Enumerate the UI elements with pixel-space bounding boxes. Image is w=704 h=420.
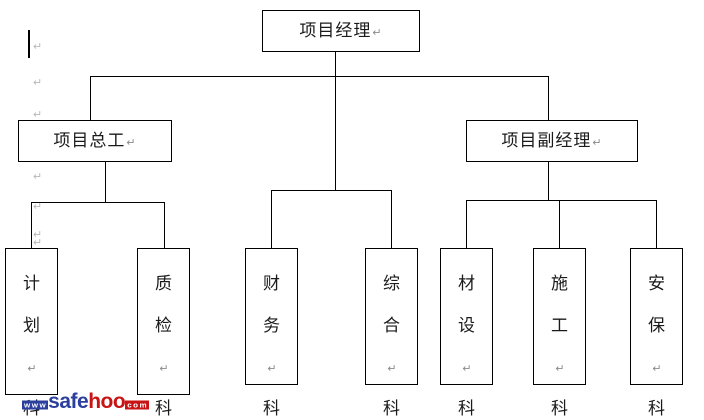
node-label: 安保↵ 科↵ [646, 263, 667, 420]
node-label-char: 工↵ [551, 315, 568, 376]
paragraph-mark-icon: ↵ [267, 363, 277, 376]
connector-line [548, 162, 549, 200]
connector-line [656, 200, 657, 248]
node-security-dept[interactable]: 安保↵ 科↵ [630, 248, 683, 418]
node-label-char: 财 [263, 274, 280, 293]
text-cursor [28, 30, 30, 58]
paragraph-mark-icon: ↵ [27, 363, 37, 376]
node-label: 项目总工↵ [53, 130, 137, 150]
connector-line [90, 76, 91, 120]
node-label-char: 科↵ [263, 398, 280, 418]
paragraph-mark-icon: ↵ [33, 201, 43, 213]
node-label: 项目副经理↵ [501, 130, 603, 150]
paragraph-mark-icon: ↵ [33, 77, 43, 89]
node-label-char: 合↵ [383, 315, 400, 376]
node-materials-dept[interactable]: 材设↵ 科↵ [440, 248, 493, 418]
connector-line [271, 190, 391, 191]
node-label-char: 科↵ [551, 398, 568, 418]
paragraph-mark-icon: ↵ [33, 41, 43, 53]
node-label: 施工↵ 科↵ [549, 263, 570, 420]
node-label-char: 综 [383, 274, 400, 293]
connector-line [31, 202, 164, 203]
connector-line [335, 76, 336, 190]
watermark-safe: safe [48, 390, 89, 413]
node-label-char: 科↵ [648, 398, 665, 418]
connector-line [559, 200, 560, 248]
paragraph-mark-icon: ↵ [462, 363, 472, 376]
node-label-char: 计 [23, 274, 40, 293]
node-label-char: 设↵ [458, 315, 475, 376]
paragraph-mark-icon: ↵ [652, 363, 662, 376]
node-label-char: 科↵ [155, 398, 172, 418]
node-planning-dept[interactable]: 计划↵科↵ [5, 248, 58, 418]
node-label-char: 科↵ [383, 398, 400, 418]
paragraph-mark-icon: ↵ [33, 229, 43, 241]
node-construction-dept[interactable]: 施工↵ 科↵ [533, 248, 586, 418]
watermark-hoo: hoo [88, 390, 126, 413]
node-label: 材设↵ 科↵ [456, 263, 477, 420]
node-chief-engineer[interactable]: 项目总工↵ [18, 120, 172, 162]
connector-line [31, 202, 32, 248]
connector-line [391, 190, 392, 248]
paragraph-mark-icon: ↵ [592, 136, 603, 149]
node-label-char: 务↵ [263, 315, 280, 376]
node-label-char: 科↵ [458, 398, 475, 418]
node-quality-dept[interactable]: 质检↵ 科↵ [137, 248, 190, 418]
node-label-char: 材 [458, 274, 475, 293]
node-label: 项目经理↵ [299, 20, 383, 40]
node-label-char: 安 [648, 274, 665, 293]
watermark-www: www [22, 400, 49, 410]
paragraph-mark-icon: ↵ [159, 363, 169, 376]
node-label-char: 保↵ [648, 315, 665, 376]
paragraph-mark-icon: ↵ [33, 237, 43, 249]
connector-line [548, 76, 549, 120]
node-label-char: 质 [155, 274, 172, 293]
connector-line [271, 190, 272, 248]
node-finance-dept[interactable]: 财务↵ 科↵ [245, 248, 298, 418]
node-label-char: 检↵ [155, 315, 172, 376]
connector-line [466, 200, 656, 201]
connector-line [90, 76, 549, 77]
paragraph-mark-icon: ↵ [555, 363, 565, 376]
paragraph-mark-icon: ↵ [387, 363, 397, 376]
node-label: 财务↵ 科↵ [261, 263, 282, 420]
node-label: 综合↵ 科↵ [381, 263, 402, 420]
node-label: 质检↵ 科↵ [153, 263, 174, 420]
connector-line [105, 162, 106, 202]
watermark-com: com [125, 400, 150, 410]
node-general-dept[interactable]: 综合↵ 科↵ [365, 248, 418, 418]
connector-line [466, 200, 467, 248]
connector-line [335, 52, 336, 76]
connector-line [164, 202, 165, 248]
node-label-char: 施 [551, 274, 568, 293]
paragraph-mark-icon: ↵ [33, 171, 43, 183]
paragraph-mark-icon: ↵ [33, 109, 43, 121]
node-deputy-manager[interactable]: 项目副经理↵ [466, 120, 638, 162]
node-label-char: 划↵ [23, 315, 40, 376]
paragraph-mark-icon: ↵ [126, 136, 137, 149]
node-project-manager[interactable]: 项目经理↵ [262, 10, 420, 52]
paragraph-mark-icon: ↵ [372, 26, 383, 39]
